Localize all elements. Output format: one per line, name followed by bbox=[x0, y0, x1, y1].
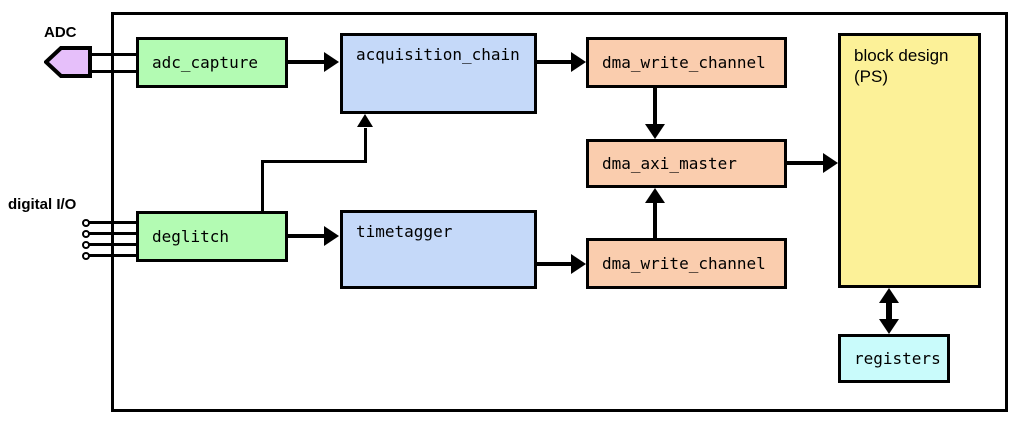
conn-adc-capture-to-acquisition-chain-line bbox=[288, 60, 326, 64]
adc-bus-line-upper bbox=[90, 53, 138, 56]
block-adc-capture[interactable]: adc_capture bbox=[136, 37, 288, 88]
conn-dma-write-bottom-to-axi-master-arrowhead bbox=[645, 188, 665, 203]
block-block-design-ps[interactable]: block design (PS) bbox=[838, 33, 981, 288]
conn-block-design-to-registers-arrowhead-down bbox=[879, 319, 899, 334]
conn-block-design-to-registers-line bbox=[886, 296, 892, 328]
conn-block-design-to-registers-arrowhead-up bbox=[879, 288, 899, 303]
adc-label: ADC bbox=[44, 24, 77, 41]
conn-acquisition-chain-to-dma-write-top-arrowhead bbox=[571, 52, 586, 72]
adc-bus-line-lower bbox=[90, 70, 138, 73]
conn-deglitch-to-acquisition-chain-vseg1 bbox=[261, 160, 264, 212]
conn-acquisition-chain-to-dma-write-top-line bbox=[537, 60, 573, 64]
conn-deglitch-to-acquisition-chain-arrowhead bbox=[357, 114, 373, 127]
digital-io-bus-line-3 bbox=[89, 243, 138, 246]
conn-deglitch-to-acquisition-chain-vseg2 bbox=[364, 128, 367, 162]
fpga-fabric-container bbox=[111, 12, 1008, 412]
conn-dma-write-top-to-axi-master-line bbox=[653, 88, 657, 126]
digital-io-bus-line-1 bbox=[89, 221, 138, 224]
conn-axi-master-to-block-design-arrowhead bbox=[823, 153, 838, 173]
conn-dma-write-bottom-to-axi-master-line bbox=[653, 202, 657, 238]
block-deglitch[interactable]: deglitch bbox=[136, 211, 288, 262]
conn-deglitch-to-acquisition-chain-hseg bbox=[261, 160, 367, 163]
conn-deglitch-to-timetagger-line bbox=[288, 234, 326, 238]
block-registers[interactable]: registers bbox=[838, 334, 950, 383]
adc-pentagon-port[interactable] bbox=[43, 46, 92, 78]
conn-adc-capture-to-acquisition-chain-arrowhead bbox=[324, 52, 339, 72]
block-dma-axi-master[interactable]: dma_axi_master bbox=[586, 139, 787, 188]
conn-deglitch-to-timetagger-arrowhead bbox=[324, 226, 339, 246]
block-acquisition-chain[interactable]: acquisition_chain bbox=[340, 33, 537, 114]
block-dma-write-channel-bottom[interactable]: dma_write_channel bbox=[586, 238, 787, 289]
digital-io-bus-line-4 bbox=[89, 254, 138, 257]
conn-dma-write-top-to-axi-master-arrowhead bbox=[645, 124, 665, 139]
conn-timetagger-to-dma-write-bottom-line bbox=[537, 262, 573, 266]
conn-timetagger-to-dma-write-bottom-arrowhead bbox=[571, 254, 586, 274]
block-timetagger[interactable]: timetagger bbox=[340, 210, 537, 289]
digital-io-label: digital I/O bbox=[8, 196, 77, 213]
conn-axi-master-to-block-design-line bbox=[787, 161, 825, 165]
block-dma-write-channel-top[interactable]: dma_write_channel bbox=[586, 37, 787, 88]
adc-pentagon-icon bbox=[43, 46, 92, 78]
digital-io-bus-line-2 bbox=[89, 232, 138, 235]
